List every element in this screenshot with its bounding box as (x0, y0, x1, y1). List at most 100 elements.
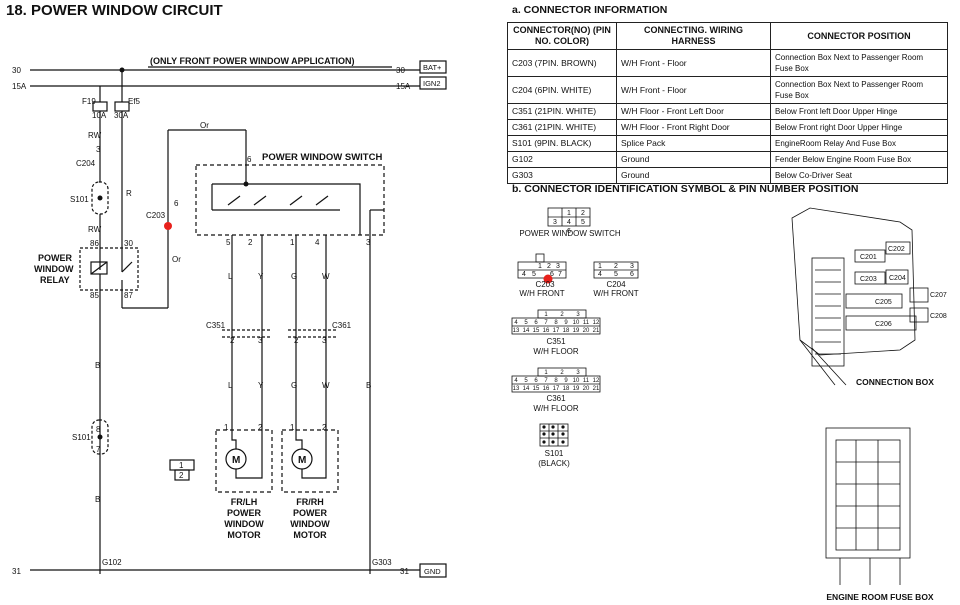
connection-box-label: CONNECTION BOX (856, 377, 934, 387)
relay-label-line-1: POWER (38, 253, 73, 263)
wire-w-1: W (322, 272, 330, 281)
c361-pin-2: 2 (560, 370, 564, 376)
c361-pin-7: 7 (544, 378, 548, 384)
cell-connector: C351 (21PIN. WHITE) (507, 103, 617, 120)
c203-pin-7: 7 (558, 271, 562, 278)
pin-6-switch: 6 (247, 155, 252, 164)
c351-pin-4: 4 (514, 320, 518, 326)
c203-pin-5: 5 (532, 271, 536, 278)
wire-b-1: B (95, 361, 100, 370)
cell-harness: W/H Floor - Front Left Door (616, 103, 771, 120)
c361-pin-1: 1 (544, 370, 548, 376)
cell-position: Below Front right Door Upper Hinge (770, 119, 948, 136)
motor-lh-label-4: MOTOR (227, 530, 261, 540)
c351-pin-6: 6 (534, 320, 538, 326)
c351-pin-5: 5 (524, 320, 528, 326)
sw-pin-5: 5 (581, 219, 585, 226)
connector-pin-1: 1 (179, 461, 184, 470)
conn-c204: C204 (76, 159, 96, 168)
c361-pin-5: 5 (524, 378, 528, 384)
id-c204-name: C204 (606, 280, 626, 289)
c351-pin-3: 3 (576, 312, 580, 318)
cell-connector: G102 (507, 151, 617, 168)
col-position: CONNECTOR POSITION (770, 22, 948, 50)
cell-harness: Splice Pack (616, 135, 771, 152)
wire-rw-2: RW (88, 225, 102, 234)
pin-8: 8 (96, 425, 101, 434)
c351-pin-9: 9 (564, 320, 568, 326)
fuse-ef5: Ef5 (128, 97, 141, 106)
box-c205: C205 (875, 299, 892, 306)
c351-pin-12: 12 (593, 320, 600, 326)
motor-lh-label-2: POWER (227, 508, 262, 518)
wire-rw-1: RW (88, 131, 102, 140)
fuse-10a: 10A (92, 111, 107, 120)
c204-pin-1: 1 (598, 263, 602, 270)
cell-harness: Ground (616, 151, 771, 168)
c351-pin-2: 2 (560, 312, 564, 318)
rail-30-left: 30 (12, 66, 21, 75)
col-harness: CONNECTING. WIRING HARNESS (616, 22, 771, 50)
id-power-window-switch: POWER WINDOW SWITCH (519, 229, 621, 238)
conn-c203: C203 (146, 211, 166, 220)
c351-pin-18: 18 (563, 328, 570, 334)
c351-pin-10: 10 (573, 320, 580, 326)
motor-rh-label-3: WINDOW (290, 519, 330, 529)
wire-l-2: L (228, 381, 233, 390)
cell-position: Connection Box Next to Passenger Room Fu… (770, 76, 948, 104)
pin-1-switch: 1 (290, 238, 295, 247)
cell-position: Below Co-Driver Seat (770, 167, 948, 184)
pin-3-switch: 3 (366, 238, 371, 247)
motor-lh-m: M (232, 455, 240, 466)
c203-pin-1: 1 (538, 263, 542, 270)
motor-lh-pin-1: 1 (224, 423, 229, 432)
wire-b-3: B (366, 381, 371, 390)
pin-3-c361: 3 (322, 336, 327, 345)
id-c351-harness: W/H FLOOR (533, 347, 579, 356)
pin-86: 86 (90, 239, 99, 248)
wire-or-2: Or (172, 255, 181, 264)
c351-pin-21: 21 (593, 328, 600, 334)
ground-g303: G303 (372, 558, 392, 567)
cell-connector: C203 (7PIN. BROWN) (507, 49, 617, 77)
bat-label: BAT+ (423, 63, 442, 72)
table-row: C351 (21PIN. WHITE)W/H Floor - Front Lef… (507, 103, 948, 120)
c351-pin-7: 7 (544, 320, 548, 326)
cell-harness: W/H Front - Floor (616, 76, 771, 104)
pin-2-switch: 2 (248, 238, 253, 247)
connector-info-heading: a. CONNECTOR INFORMATION (512, 4, 667, 16)
cell-harness: W/H Front - Floor (616, 49, 771, 77)
rail-31-left: 31 (12, 567, 21, 576)
switch-label: POWER WINDOW SWITCH (262, 152, 382, 163)
wire-b-2: B (95, 495, 100, 504)
id-s101-name: S101 (545, 449, 564, 458)
box-c208: C208 (930, 313, 947, 320)
rail-15a-left: 15A (12, 82, 27, 91)
c204-pin-4: 4 (598, 271, 602, 278)
pin-5: 5 (226, 238, 231, 247)
motor-rh-pin-1: 1 (290, 423, 295, 432)
pin-2-c351: 2 (230, 336, 235, 345)
c351-pin-16: 16 (543, 328, 550, 334)
motor-lh-label-1: FR/LH (231, 497, 258, 507)
c204-pin-2: 2 (614, 263, 618, 270)
c203-pin-6: 6 (550, 271, 554, 278)
cell-connector: C204 (6PIN. WHITE) (507, 76, 617, 104)
c361-pin-9: 9 (564, 378, 568, 384)
cell-position: EngineRoom Relay And Fuse Box (770, 135, 948, 152)
wire-y-1: Y (258, 272, 264, 281)
c203-id-marker (543, 274, 553, 284)
c361-pin-20: 20 (583, 386, 590, 392)
ground-g102: G102 (102, 558, 122, 567)
gnd-label: GND (424, 567, 441, 576)
wire-g-2: G (291, 381, 297, 390)
motor-rh-label-2: POWER (293, 508, 328, 518)
c204-pin-5: 5 (614, 271, 618, 278)
c361-pin-3: 3 (576, 370, 580, 376)
c361-pin-21: 21 (593, 386, 600, 392)
pin-4: 4 (315, 238, 320, 247)
